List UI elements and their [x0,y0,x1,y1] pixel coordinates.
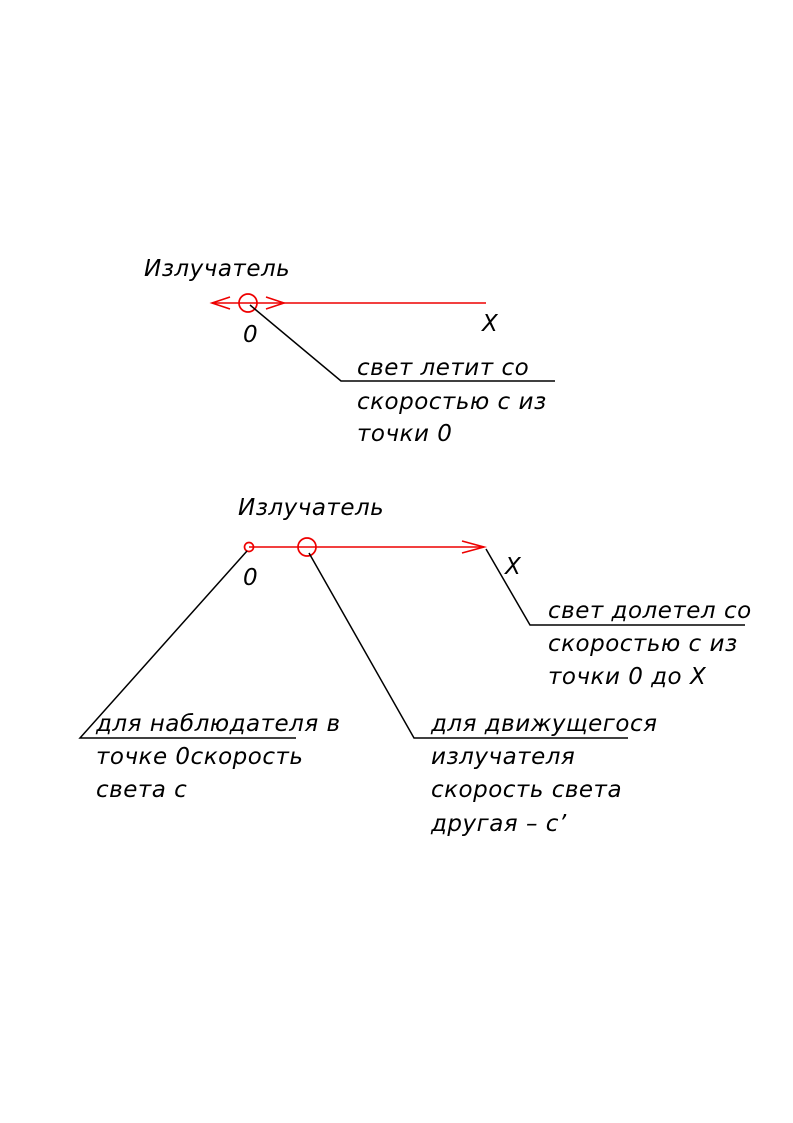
scene2-observer-note-line-2: точке 0скорость [96,744,303,770]
scene1-target-label: X [481,311,499,337]
scene2-target-label: X [504,554,522,580]
scene2-origin-label: 0 [243,565,258,591]
scene1-note-line-1: свет летит со [357,355,529,381]
scene2-target-note-line-3: точки 0 до X [548,664,707,690]
scene1-note-leader [249,304,555,382]
scene2-moving-note-line-3: скорость света [431,777,622,803]
scene2-moving-note-line-4: другая – с’ [430,811,567,837]
scene2-observer-note-line-3: света с [96,777,187,803]
scene1-left-arrowhead [209,296,231,310]
scene1-origin-label: 0 [243,322,258,348]
scene1-right-arrowhead [265,296,287,310]
scene2-moving-note-leader [308,552,628,739]
scene2-moving-note-line-2: излучателя [431,744,575,770]
scene2-moving-emitter-circle [297,537,317,557]
scene1-note-line-3: точки 0 [357,421,452,447]
scene2-moving-note-line-1: для движущегося [430,711,657,737]
scene1-note-line-2: скоростью с из [357,389,547,415]
scene2-origin-point [243,541,255,553]
scene1-emitter-label: Излучатель [144,256,290,282]
scene-1: Излучатель 0 X свет летит со скоростью с… [144,256,555,447]
scene2-target-note-line-1: свет долетел со [548,598,752,624]
scene2-right-arrowhead [461,540,488,554]
scene1-emitter-circle [238,293,258,313]
scene2-observer-note-line-1: для наблюдателя в [95,711,341,737]
scene2-target-note-line-2: скоростью с из [548,631,738,657]
scene2-observer-note-leader [78,550,296,739]
scene-2: Излучатель 0 X свет долетел со скоростью… [78,495,752,837]
scene2-target-note-leader [485,548,745,626]
scene2-emitter-label: Излучатель [238,495,384,521]
